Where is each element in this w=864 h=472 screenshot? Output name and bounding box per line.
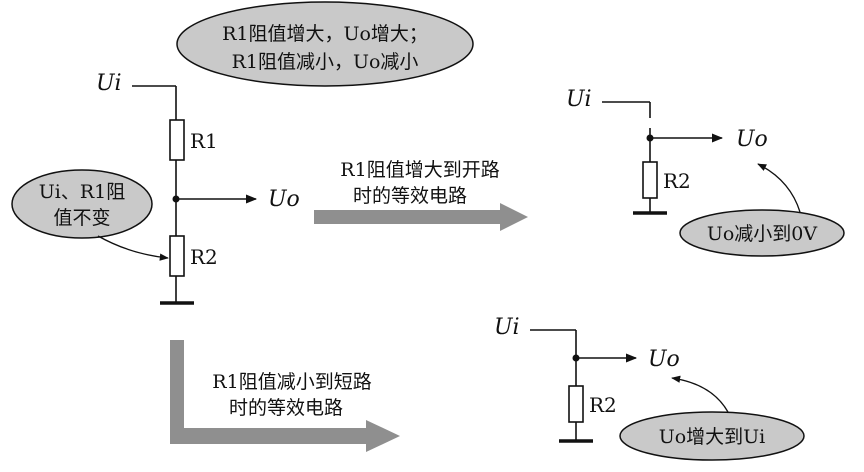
open-r2-label: R2 — [663, 169, 691, 193]
left-note-line1: Ui、R1阻 — [39, 181, 125, 203]
main-output-label: Uo — [268, 187, 300, 212]
open-r2-resistor — [642, 161, 658, 199]
short-r2-resistor — [568, 385, 584, 423]
left-note-line2: 值不变 — [53, 207, 110, 229]
open-note-pointer — [757, 163, 801, 213]
short-output-label: Uo — [648, 347, 680, 372]
open-arrow-line1: R1阻值增大到开路 — [340, 159, 499, 181]
short-input-label: Ui — [494, 315, 520, 340]
left-note-pointer — [97, 235, 169, 261]
open-output-label: Uo — [736, 127, 768, 152]
short-note-pointer — [671, 375, 729, 413]
r1-label: R1 — [190, 129, 218, 153]
top-note-bubble: R1阻值增大，Uo增大； R1阻值减小，Uo减小 — [176, 1, 474, 87]
open-equivalent-circuit: Ui Uo R2 Uo减小到0V — [566, 87, 845, 257]
top-note-line2: R1阻值减小，Uo减小 — [232, 51, 419, 73]
short-circuit-arrow: R1阻值减小到短路 时的等效电路 — [170, 340, 400, 452]
short-arrow-shape — [170, 340, 400, 452]
r1-resistor — [169, 119, 185, 161]
open-circuit-arrow: R1阻值增大到开路 时的等效电路 — [314, 159, 528, 231]
main-circuit: Ui R1 Uo R2 — [96, 71, 300, 305]
short-equivalent-circuit: Ui Uo R2 Uo增大到Ui — [494, 315, 805, 461]
r2-label: R2 — [190, 245, 218, 269]
open-input-label: Ui — [566, 87, 592, 112]
left-note-bubble: Ui、R1阻 值不变 — [11, 169, 153, 239]
open-arrow-line2: 时的等效电路 — [353, 185, 467, 207]
top-note-line1: R1阻值增大，Uo增大； — [222, 23, 428, 45]
main-input-label: Ui — [96, 71, 122, 96]
open-note-bubble — [679, 209, 845, 257]
open-arrow-shape — [314, 203, 528, 231]
short-arrow-line2: 时的等效电路 — [229, 397, 343, 419]
short-r2-label: R2 — [589, 393, 617, 417]
r2-resistor — [169, 235, 185, 277]
short-note-bubble — [619, 411, 805, 461]
short-arrow-line1: R1阻值减小到短路 — [212, 371, 371, 393]
open-note-text: Uo减小到0V — [707, 223, 818, 245]
short-note-text: Uo增大到Ui — [659, 426, 766, 448]
